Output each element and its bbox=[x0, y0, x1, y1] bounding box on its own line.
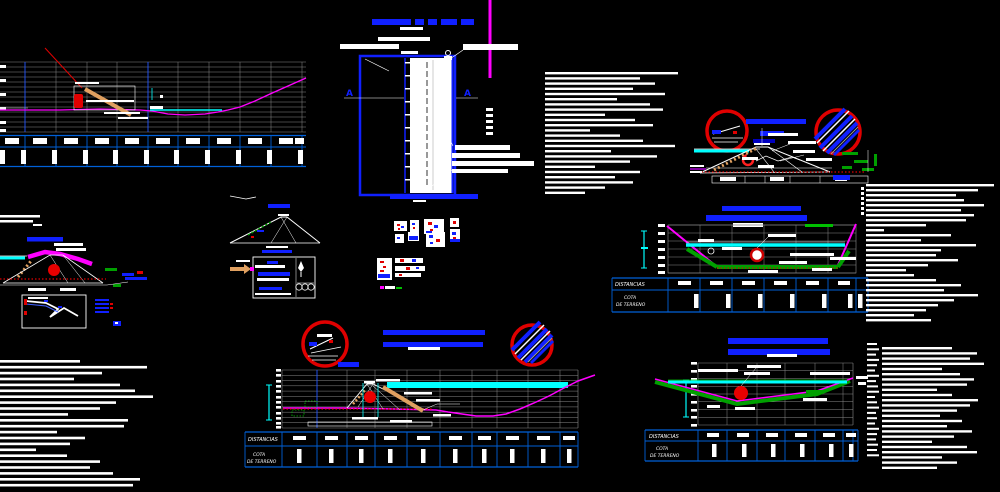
title-bar bbox=[728, 338, 830, 355]
embankment-outline bbox=[2, 254, 104, 284]
table-row-label: COTA bbox=[624, 295, 636, 301]
hatch-detail-circle bbox=[814, 108, 862, 156]
profile-top-left[interactable] bbox=[0, 47, 307, 168]
keymaps-and-stamps[interactable] bbox=[377, 194, 478, 289]
ground-profile-line bbox=[0, 77, 307, 116]
table-row-label: DE TERRENO bbox=[247, 459, 277, 465]
table-row-label: DE TERRENO bbox=[650, 453, 680, 459]
title-bar bbox=[372, 19, 474, 25]
outlet-pipe-line bbox=[381, 385, 425, 413]
pipe-crossing bbox=[734, 386, 748, 400]
title-bar bbox=[706, 206, 807, 221]
outlet-pipe-section bbox=[48, 264, 60, 276]
table-row-label: COTA bbox=[656, 446, 668, 452]
detail-callout-circle bbox=[301, 320, 349, 368]
title-bar bbox=[383, 330, 485, 347]
hatch-detail-circle bbox=[510, 323, 554, 367]
section-marker-a-right: A bbox=[464, 89, 471, 99]
notes-top-right bbox=[545, 72, 678, 194]
channel-lining bbox=[654, 379, 851, 407]
inlet-structure bbox=[74, 94, 83, 108]
riprap-slope bbox=[16, 260, 33, 278]
pipe-detail-box bbox=[21, 294, 87, 329]
dam-section-top-right[interactable] bbox=[690, 107, 877, 184]
ground-profile-line bbox=[283, 374, 596, 417]
section-marker-a-left: A bbox=[346, 89, 353, 99]
channel-lining bbox=[685, 247, 719, 269]
ground-profile-line bbox=[654, 377, 854, 402]
reservoir-water bbox=[387, 382, 568, 388]
tree-symbol bbox=[298, 261, 304, 272]
table-row-label: DE TERRENO bbox=[616, 302, 646, 308]
notes-bottom-right bbox=[882, 347, 984, 469]
table-row-label: DISTANCIAS bbox=[615, 282, 646, 288]
outlet-pipe-section bbox=[364, 391, 376, 403]
red-leader-line bbox=[44, 47, 83, 89]
triangle-and-legend[interactable] bbox=[229, 195, 321, 299]
table-row-label: DISTANCIAS bbox=[248, 437, 279, 443]
pipe-crossing bbox=[749, 247, 765, 263]
title-bar bbox=[27, 237, 63, 242]
dam-section-mid-left[interactable] bbox=[0, 215, 147, 329]
embankment-sketch bbox=[229, 216, 321, 244]
crest-lining bbox=[27, 249, 93, 267]
table-row-label: COTA bbox=[253, 452, 265, 458]
flow-arrow bbox=[230, 264, 251, 274]
riprap-slope bbox=[713, 146, 758, 172]
notes-bottom-left bbox=[0, 360, 153, 487]
title-bar bbox=[390, 194, 478, 199]
table-row-label: DISTANCIAS bbox=[649, 434, 680, 440]
legend-box bbox=[252, 256, 316, 299]
notes-mid-right bbox=[861, 184, 994, 322]
